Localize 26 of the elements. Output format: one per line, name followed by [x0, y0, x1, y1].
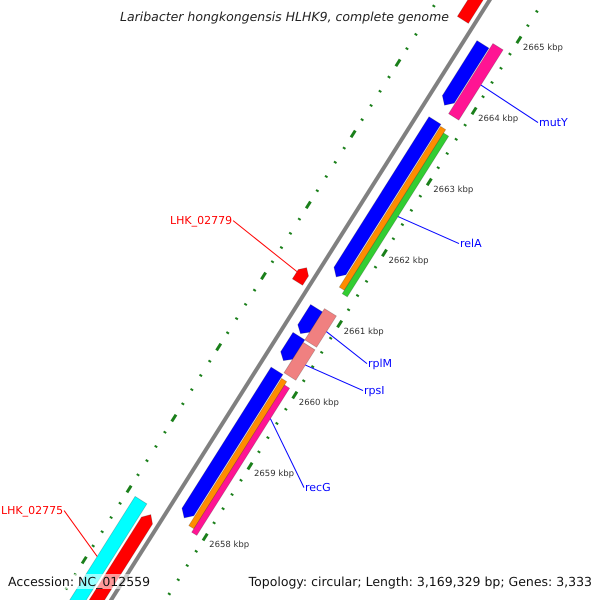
- gene-label: rpsI: [364, 384, 384, 398]
- gene-label: relA: [460, 237, 482, 250]
- gene-bar: [304, 308, 337, 348]
- gene-label: LHK_02775: [1, 504, 64, 518]
- scale-label: 2662 kbp: [388, 256, 428, 266]
- leader-line: [397, 216, 460, 244]
- gene-bar: [284, 342, 316, 381]
- gene-label: LHK_02779: [170, 214, 232, 228]
- scale-label: 2665 kbp: [522, 42, 563, 54]
- scale-label: 2663 kbp: [433, 184, 474, 196]
- scale-label: 2660 kbp: [298, 398, 339, 408]
- gene-bar: [292, 267, 309, 286]
- scale-label: 2658 kbp: [209, 540, 250, 550]
- scale-label: 2664 kbp: [478, 114, 518, 124]
- genome-info-text: Topology: circular; Length: 3,169,329 bp; Genes: 3,333: [248, 574, 592, 589]
- scale-label: 2661 kbp: [344, 326, 384, 338]
- gene-label: rplM: [368, 357, 392, 370]
- leader-line: [64, 510, 98, 557]
- leader-line: [326, 331, 368, 364]
- gene-label: recG: [305, 481, 331, 494]
- scale-label: 2659 kbp: [254, 469, 294, 480]
- leader-line: [304, 364, 364, 392]
- leader-line: [232, 220, 298, 272]
- accession-text: Accession: NC_012559: [8, 574, 150, 589]
- gene-bar: [448, 43, 504, 121]
- gene-label: mutY: [539, 116, 568, 130]
